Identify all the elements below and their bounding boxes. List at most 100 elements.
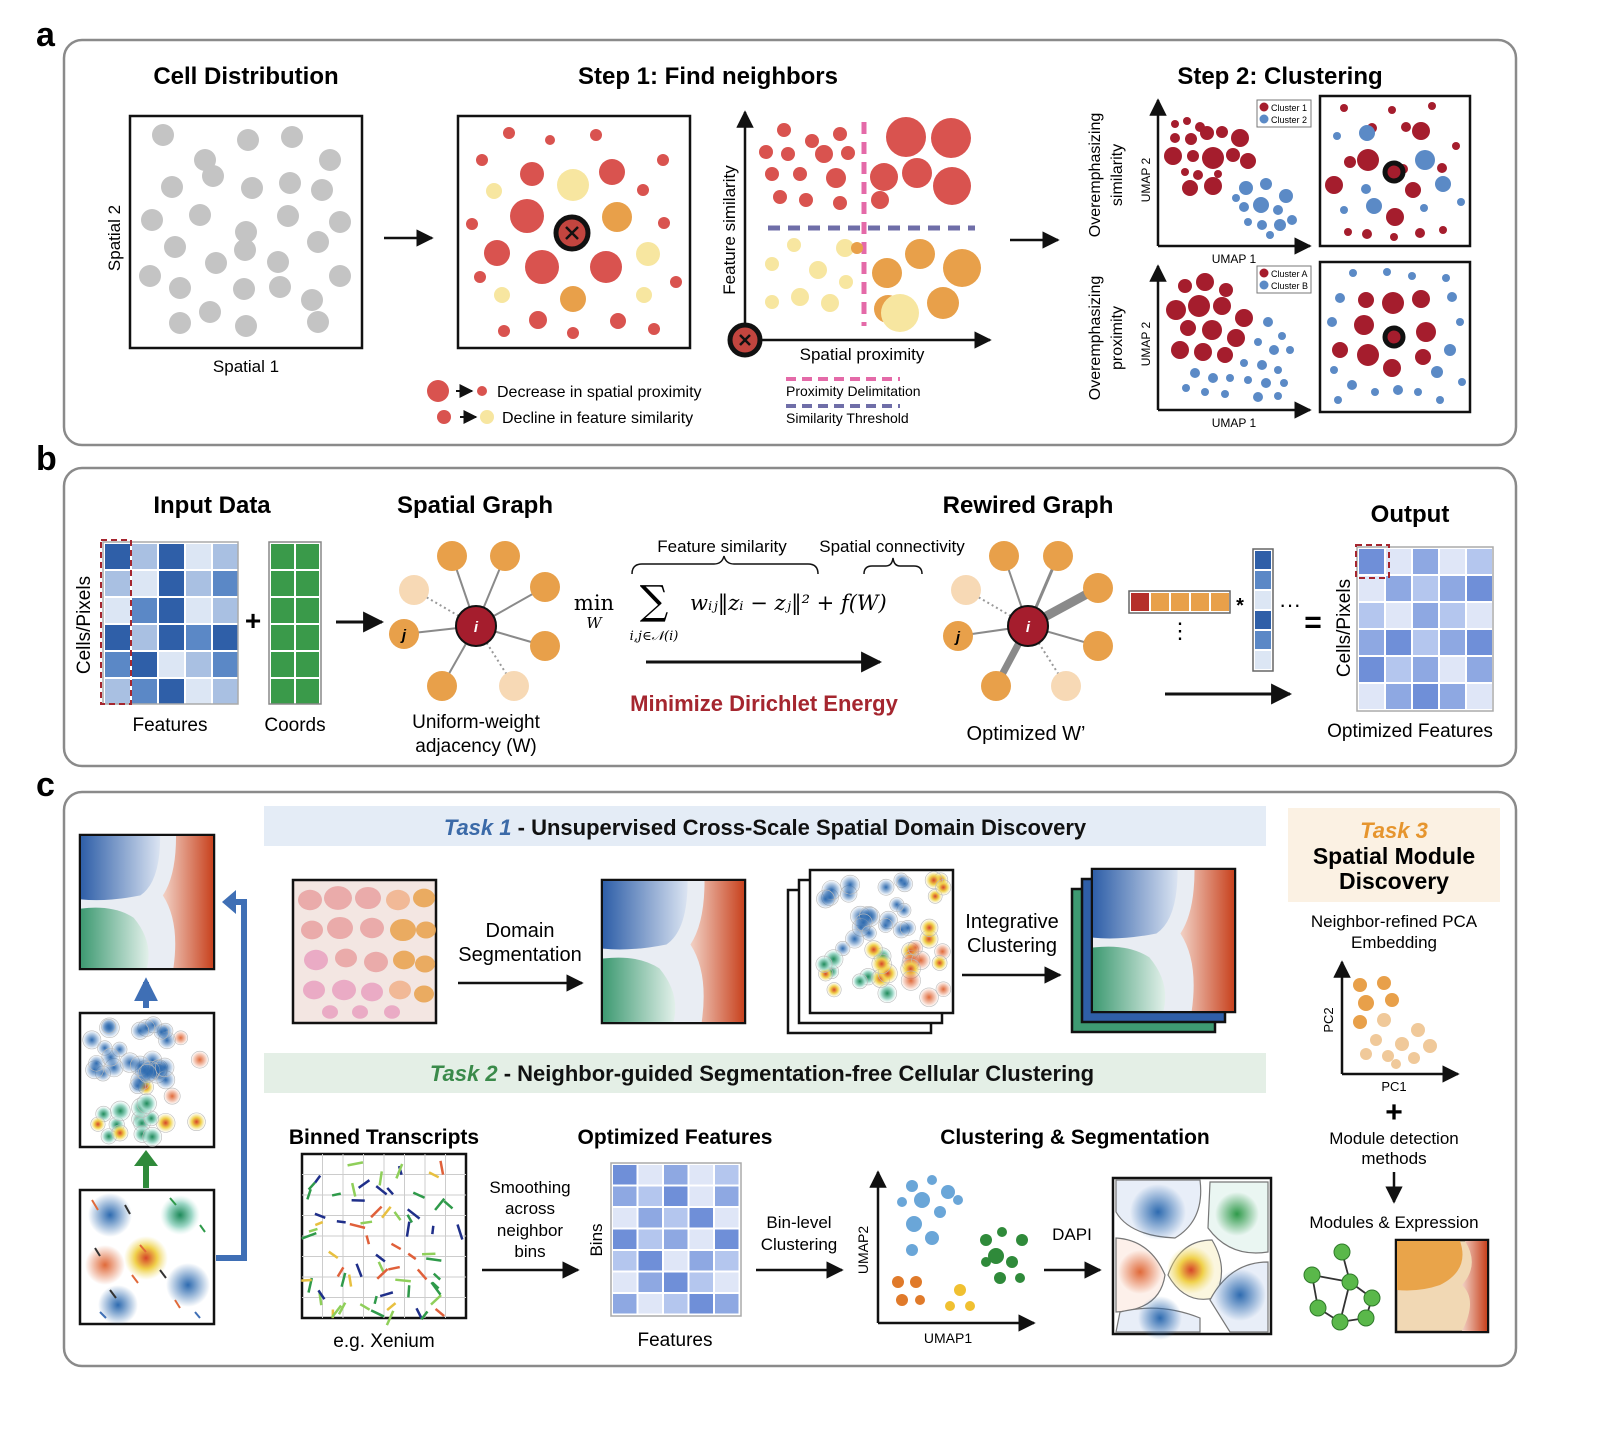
optimized-cell bbox=[687, 1292, 715, 1316]
uniform-weight-2: adjacency (W) bbox=[415, 736, 536, 757]
col-vector-cell bbox=[1253, 649, 1273, 671]
umap-point-cluster1 bbox=[1170, 133, 1180, 143]
gray-cell bbox=[233, 278, 255, 300]
graph-node bbox=[530, 572, 560, 602]
transcript-blob bbox=[98, 1285, 138, 1325]
row-vector-cell bbox=[1129, 591, 1151, 613]
overemph-similarity-1: Overemphasizing bbox=[1087, 113, 1104, 238]
matrix-cell bbox=[211, 650, 240, 679]
transcript-mark bbox=[406, 1214, 413, 1224]
panel-letter-c: c bbox=[36, 766, 55, 804]
optimized-cell bbox=[636, 1249, 664, 1273]
left-transcript-map bbox=[78, 1188, 216, 1326]
optimized-cell bbox=[662, 1227, 690, 1251]
map-cell bbox=[1357, 344, 1379, 366]
panel-a-frame bbox=[62, 38, 1518, 447]
cluster-map-top-cells bbox=[1325, 102, 1465, 241]
neighbor-cell bbox=[525, 250, 559, 284]
scatter-cell bbox=[826, 168, 846, 188]
transcript-mark bbox=[91, 1199, 99, 1211]
histology-cell bbox=[414, 985, 434, 1003]
map-cell bbox=[1437, 163, 1447, 173]
histology-cell bbox=[355, 886, 381, 910]
smoothing-label: Smoothing across neighbor bins bbox=[489, 1178, 570, 1261]
output-cell bbox=[1438, 628, 1467, 657]
cell-map-stack bbox=[786, 868, 955, 1035]
scatter-cell bbox=[836, 239, 854, 257]
matrix-cell bbox=[157, 596, 186, 625]
histology-cell bbox=[393, 950, 415, 970]
umap-point-cluster2 bbox=[1279, 189, 1293, 203]
map-cell bbox=[1428, 102, 1436, 110]
optimized-cell bbox=[611, 1270, 639, 1294]
transcript-mark bbox=[359, 1303, 371, 1311]
histology-cell bbox=[386, 889, 410, 911]
gray-cell bbox=[277, 205, 299, 227]
graph-node bbox=[1051, 671, 1081, 701]
domain-map-stack bbox=[1070, 867, 1237, 1034]
map-cell bbox=[1452, 142, 1460, 150]
optimized-cell bbox=[611, 1249, 639, 1273]
graph-node bbox=[437, 541, 467, 571]
cell-blob bbox=[155, 1113, 176, 1133]
row-vector-cell bbox=[1169, 591, 1191, 613]
cell-blob bbox=[90, 1116, 106, 1132]
transcript-mark bbox=[407, 1252, 417, 1261]
cell-blob bbox=[191, 1050, 209, 1069]
histology-cell bbox=[352, 1005, 368, 1019]
rewired-graph-title: Rewired Graph bbox=[943, 492, 1114, 519]
svg-text:bins: bins bbox=[514, 1242, 545, 1261]
umap-c-point bbox=[914, 1192, 930, 1208]
transcript-mark bbox=[375, 1185, 388, 1196]
cell-blob bbox=[852, 973, 868, 990]
umap-c-point bbox=[945, 1301, 955, 1311]
transcript-mark bbox=[308, 1227, 318, 1233]
output-cell bbox=[1438, 574, 1467, 603]
cell-blob bbox=[871, 953, 892, 974]
scatter-cell bbox=[931, 118, 971, 158]
cell-blob bbox=[153, 1024, 170, 1040]
map-cell bbox=[1386, 208, 1404, 226]
umap-point-clusterB bbox=[1208, 373, 1218, 383]
module-network bbox=[1303, 1243, 1381, 1331]
legend-clusterB: Cluster B bbox=[1271, 281, 1308, 291]
transcript-mark bbox=[376, 1268, 389, 1280]
cell-blob bbox=[129, 1077, 146, 1094]
umap-point-clusterA bbox=[1202, 320, 1222, 340]
matrix-cell bbox=[184, 677, 213, 706]
domain-red bbox=[1180, 870, 1234, 1011]
map-query-cell bbox=[1382, 160, 1406, 184]
transcript-mark bbox=[307, 1181, 316, 1191]
transcript-mark bbox=[159, 1269, 167, 1279]
transcript-mark bbox=[434, 1197, 446, 1211]
query-cell bbox=[553, 214, 591, 252]
neighbor-cell bbox=[590, 129, 602, 141]
cell-blob bbox=[900, 970, 921, 991]
network-node bbox=[1341, 1273, 1359, 1291]
coord-cell bbox=[294, 623, 321, 652]
umap-c-point bbox=[906, 1216, 922, 1232]
output-cell bbox=[1411, 682, 1440, 711]
transcript-mark bbox=[375, 1253, 386, 1263]
map-cell bbox=[1383, 359, 1401, 377]
pca-point bbox=[1377, 976, 1391, 990]
transcript-mark bbox=[430, 1294, 442, 1306]
histology-cell bbox=[415, 955, 435, 973]
umap-point-cluster1 bbox=[1193, 170, 1203, 180]
cell-blob bbox=[877, 878, 895, 896]
graph-node bbox=[399, 575, 429, 605]
matrix-cell bbox=[130, 677, 159, 706]
map-cell bbox=[1388, 106, 1396, 114]
pca-point bbox=[1353, 1015, 1367, 1029]
optimized-cell bbox=[662, 1249, 690, 1273]
output-cell bbox=[1357, 655, 1386, 684]
optimized-features-c-title: Optimized Features bbox=[578, 1126, 773, 1149]
graph-node bbox=[1083, 573, 1113, 603]
umap-top-points bbox=[1164, 117, 1297, 239]
map-cell bbox=[1333, 132, 1341, 140]
neighbor-cell bbox=[657, 154, 669, 166]
map-cell bbox=[1366, 198, 1382, 214]
optimized-cell bbox=[713, 1206, 741, 1230]
coord-cell bbox=[294, 596, 321, 625]
task2-title: Task 2 - Neighbor-guided Segmentation-fr… bbox=[430, 1061, 1094, 1086]
